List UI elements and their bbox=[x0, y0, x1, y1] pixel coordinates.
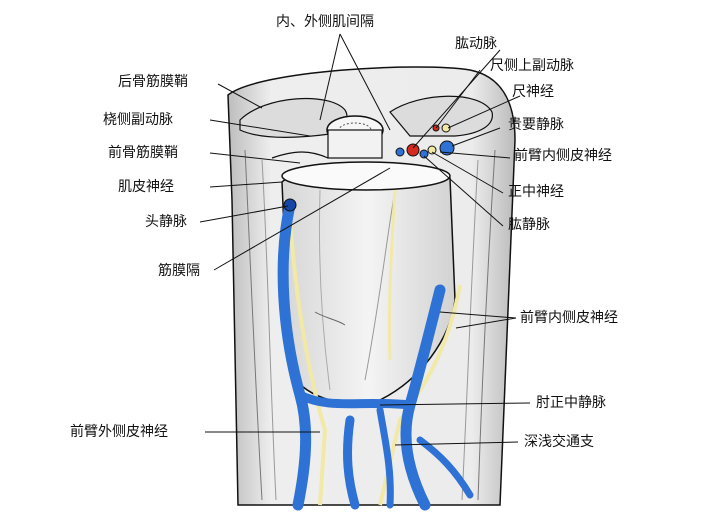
brachial-vein-1 bbox=[395, 147, 405, 157]
leader-lines bbox=[199, 33, 531, 446]
lateral-cutaneous-nerve bbox=[288, 214, 328, 506]
label-medial-antebrachial-cutaneous-nerve-lower: 前臂内侧皮神经 bbox=[520, 310, 618, 326]
label-intermuscular-septa: 内、外侧肌间隔 bbox=[276, 14, 374, 30]
ulnar-nerve bbox=[441, 123, 451, 133]
label-anterior-osteofascial-sheath: 前骨筋膜鞘 bbox=[108, 145, 178, 161]
median-nerve bbox=[427, 145, 437, 155]
cephalic-vein bbox=[277, 199, 312, 511]
label-lateral-antebrachial-cutaneous-nerve: 前臂外侧皮神经 bbox=[70, 424, 168, 440]
label-radial-collateral-artery: 桡侧副动脉 bbox=[103, 112, 173, 128]
brachial-vein-2 bbox=[419, 149, 429, 159]
label-fascial-septum: 筋膜隔 bbox=[158, 263, 200, 279]
label-basilic-vein: 贵要静脉 bbox=[508, 117, 564, 133]
brachial-artery bbox=[406, 143, 420, 157]
label-posterior-osteofascial-sheath: 后骨筋膜鞘 bbox=[118, 74, 188, 90]
label-deep-superficial-communicating-branch: 深浅交通支 bbox=[524, 434, 594, 450]
humerus-shaft bbox=[327, 129, 383, 159]
label-brachial-veins: 肱静脉 bbox=[508, 217, 550, 233]
label-cephalic-vein: 头静脉 bbox=[145, 214, 187, 230]
label-superior-ulnar-collateral-artery: 尺侧上副动脉 bbox=[490, 58, 574, 74]
median-cubital-vein bbox=[295, 390, 415, 410]
label-ulnar-nerve: 尺神经 bbox=[512, 84, 554, 100]
label-musculocutaneous-nerve: 肌皮神经 bbox=[118, 179, 174, 195]
basilic-vein-section bbox=[439, 140, 455, 156]
label-medial-antebrachial-cutaneous-nerve-upper: 前臂内侧皮神经 bbox=[514, 148, 612, 164]
label-median-nerve: 正中神经 bbox=[508, 184, 564, 200]
label-brachial-artery: 肱动脉 bbox=[455, 36, 497, 52]
label-median-cubital-vein: 肘正中静脉 bbox=[536, 395, 606, 411]
